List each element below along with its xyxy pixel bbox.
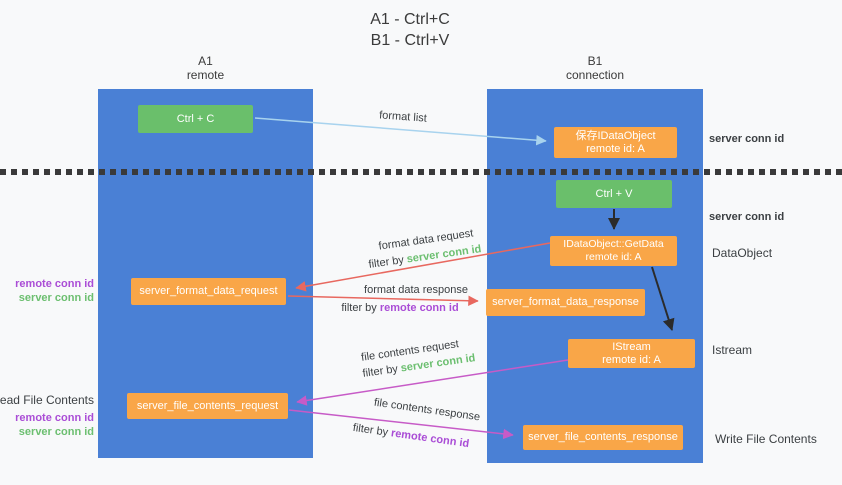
ctrl-v-label: Ctrl + V [595,187,633,200]
save-idataobject-node: 保存IDataObject remote id: A [554,127,677,158]
left-remote-conn-id-bottom: remote conn id [15,412,94,424]
server-format-data-request-node: server_format_data_request [131,278,286,305]
getdata-line1: IDataObject::GetData [563,238,664,250]
save-idataobject-line2: remote id: A [586,142,645,155]
lane-a1-name: A1 [198,54,213,68]
format-request-label: server_format_data_request [139,285,278,297]
idataobject-getdata-node: IDataObject::GetData remote id: A [550,236,677,266]
title-line-2: B1 - Ctrl+V [370,32,450,49]
edge-label-format-data-response: format data response [364,284,468,296]
server-format-data-response-node: server_format_data_response [486,289,645,316]
server-file-contents-request-node: server_file_contents_request [127,393,288,419]
left-read-file-contents-label: Read File Contents [0,393,94,407]
right-write-file-contents-label: Write File Contents [715,432,817,446]
lane-b1-name: B1 [587,54,603,68]
file-contents-request-arrow [296,359,569,406]
server-file-contents-response-node: server_file_contents_response [523,425,683,450]
format-response-label: server_format_data_response [492,296,639,308]
right-server-conn-id-mid: server conn id [709,211,785,223]
right-server-conn-id-top: server conn id [709,133,785,145]
title-line-1: A1 - Ctrl+C [370,11,450,28]
ctrl-c-label: Ctrl + C [176,112,215,125]
file-response-label: server_file_contents_response [528,431,678,443]
left-server-conn-id-bottom: server conn id [18,426,94,438]
format-data-request-arrow [295,242,551,292]
lane-b1-role: connection [565,68,625,82]
lane-header-b1: B1 connection [487,54,703,82]
diagram-title: A1 - Ctrl+C B1 - Ctrl+V [0,9,820,51]
left-conn-id-pair-bottom: remote conn id server conn id [15,411,94,439]
ctrl-v-node: Ctrl + V [556,180,672,208]
istream-line1: IStream [612,340,651,353]
format-list-arrow [254,117,547,146]
right-dataobject-label: DataObject [712,246,773,260]
ctrl-c-node: Ctrl + C [138,105,253,133]
file-contents-response-arrow [288,409,514,440]
separator-dashed-line [0,169,842,175]
left-server-conn-id-top: server conn id [18,292,94,304]
left-remote-conn-id-top: remote conn id [15,278,94,290]
left-conn-id-pair-top: remote conn id server conn id [15,277,94,305]
file-request-label: server_file_contents_request [136,399,279,412]
getdata-line2: remote id: A [585,251,642,263]
getdata-to-istream-arrow [651,266,675,331]
save-idataobject-line1: 保存IDataObject [575,129,656,142]
istream-node: IStream remote id: A [568,339,695,368]
lane-header-a1: A1 remote [98,54,313,82]
lane-a1-role: remote [186,68,225,82]
filter-by-text: filter by [341,302,380,314]
istream-line2: remote id: A [602,353,661,366]
remote-conn-id-text: remote conn id [379,302,459,314]
edge-label-filter-remote-conn-id-1: filter by remote conn id [341,302,458,314]
format-data-response-arrow [287,295,479,306]
right-istream-label: Istream [712,343,753,357]
